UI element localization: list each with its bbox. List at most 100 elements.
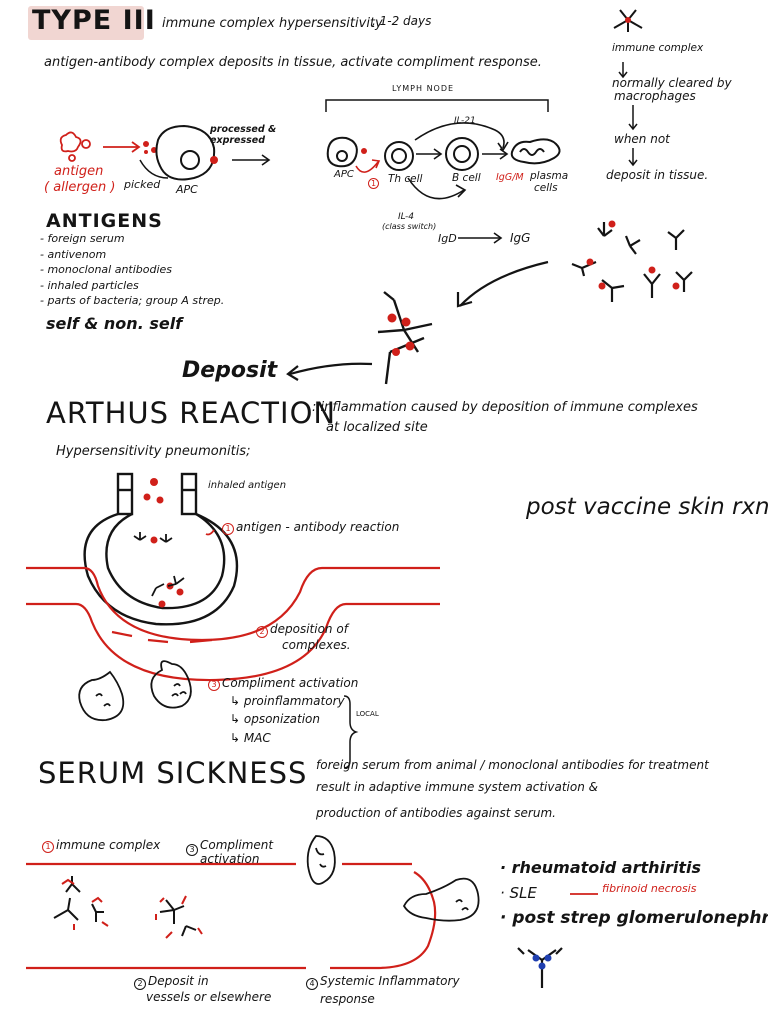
- lymph-arrows: [407, 122, 509, 244]
- local-brace: [343, 695, 359, 769]
- cells-label: cells: [534, 182, 558, 194]
- picked-label: picked: [124, 178, 161, 191]
- clearance-arrows: [618, 62, 638, 167]
- type-timing: , 1-2 days: [372, 14, 432, 28]
- serum-step4a: Systemic Inflammatory: [320, 974, 460, 988]
- arthus-step3-badge: 3: [208, 679, 220, 691]
- arthus-step2b: complexes.: [282, 638, 351, 652]
- serum-definition-3: production of antibodies against serum.: [316, 806, 556, 820]
- apc-antigen: [210, 156, 218, 164]
- blue-antigens: [532, 954, 552, 970]
- serum-step1-badge: 1: [42, 841, 54, 853]
- alveolus-antigens: [143, 478, 184, 608]
- scattered-antibodies: [571, 222, 693, 302]
- arthus-step2a: deposition of: [270, 622, 348, 636]
- alveolus: [83, 472, 239, 626]
- serum-step3b: activation: [200, 852, 260, 866]
- inhaled-antigen-label: inhaled antigen: [208, 480, 287, 491]
- fibrinoid-label: fibrinoid necrosis: [602, 882, 697, 895]
- igg-igm-label: IgG/M: [496, 172, 524, 183]
- aggregation-arrow: [456, 260, 549, 308]
- serum-step1: immune complex: [56, 838, 161, 852]
- aggregated-complex: [377, 291, 433, 385]
- antigens-heading: ANTIGENS: [46, 210, 163, 232]
- arthus-heading: ARTHUS REACTION: [46, 396, 337, 430]
- antigen-item-0: - foreign serum: [40, 232, 125, 245]
- antigen-item-2: - monoclonal antibodies: [40, 263, 173, 276]
- deposit-tissue-label: deposit in tissue.: [606, 168, 709, 182]
- arthus-sub-proinflammatory: ↳ proinflammatory: [230, 694, 345, 708]
- expressed-label: expressed: [210, 135, 266, 146]
- tissue-lines: [26, 566, 440, 682]
- antigen-label: antigen: [54, 164, 104, 179]
- arthus-sub-mac: ↳ MAC: [230, 731, 271, 745]
- arthus-step1: antigen - antibody reaction: [236, 520, 400, 534]
- plasma-label: plasma: [530, 170, 569, 182]
- class-switch-label: (class switch): [382, 222, 437, 231]
- type-definition: antigen-antibody complex deposits in tis…: [44, 55, 542, 70]
- igg-label: IgG: [510, 231, 531, 245]
- arthus-sub-opsonization: ↳ opsonization: [230, 712, 320, 726]
- apc-th-arrow: [355, 159, 381, 173]
- type-label: TYPE: [32, 5, 113, 36]
- deposit-arrow: [286, 362, 373, 381]
- antigen-item-1: - antivenom: [40, 248, 107, 261]
- arthus-definition-1: : inflammation caused by deposition of i…: [312, 400, 698, 415]
- step1-badge: 1: [368, 178, 379, 189]
- cleared-label: normally cleared by: [612, 76, 732, 90]
- serum-step2a: Deposit in: [148, 974, 209, 988]
- example-rheumatoid: · rheumatoid arthiritis: [500, 858, 702, 877]
- lymph-node-label: LYMPH NODE: [392, 84, 455, 93]
- macrophages-label: macrophages: [614, 89, 696, 103]
- example-glomerulonephritis: · post strep glomerulonephritis: [500, 908, 768, 928]
- page-title-type: TYPE III: [32, 5, 156, 36]
- title-highlight: [28, 6, 144, 40]
- serum-cells: [306, 835, 480, 922]
- serum-step2-badge: 2: [134, 978, 146, 990]
- allergen-label: ( allergen ): [44, 180, 116, 195]
- example-sle: · SLE: [500, 884, 537, 902]
- serum-step3a: Compliment: [200, 838, 274, 852]
- antigen-item-4: - parts of bacteria; group A strep.: [40, 294, 225, 307]
- antigen-item-3: - inhaled particles: [40, 279, 139, 292]
- b-cell-label: B cell: [452, 172, 481, 184]
- deposit-label: Deposit: [182, 358, 278, 383]
- when-not-label: when not: [614, 132, 670, 146]
- il21-label: IL-21: [454, 116, 476, 126]
- complex-antigens: [387, 313, 415, 356]
- antigen-blobs: [59, 131, 91, 162]
- arthus-definition-2: at localized site: [326, 420, 428, 435]
- serum-step4-badge: 4: [306, 978, 318, 990]
- th-cell-label: Th cell: [388, 173, 423, 185]
- serum-definition-2: result in adaptive immune system activat…: [316, 780, 598, 794]
- immune-complex-label: immune complex: [612, 42, 704, 54]
- processed-label: processed &: [210, 124, 277, 135]
- serum-definition-1: foreign serum from animal / monoclonal a…: [316, 758, 709, 772]
- local-label: LOCAL: [356, 710, 379, 718]
- scattered-antigens: [586, 220, 680, 290]
- self-nonself-label: self & non. self: [46, 314, 183, 333]
- vessel-lines: [26, 862, 437, 970]
- antigen-dots: [143, 141, 157, 154]
- lymph-node-cells: [326, 136, 561, 171]
- arthus-step3: Compliment activation: [222, 676, 359, 690]
- serum-step4b: response: [320, 992, 375, 1006]
- lymph-node-bracket: [325, 99, 549, 112]
- igd-label: IgD: [438, 232, 457, 245]
- apc-cell: [139, 124, 216, 181]
- serum-complex-b: [159, 899, 197, 937]
- serum-antigens-a: [61, 878, 109, 930]
- serum-heading: SERUM SICKNESS: [38, 756, 308, 790]
- immune-complex-icon: [613, 9, 643, 32]
- serum-antigens-b: [155, 895, 203, 939]
- type-subtitle: immune complex hypersensitivity: [162, 16, 383, 31]
- arthus-step2-badge: 2: [256, 626, 268, 638]
- serum-step2b: vessels or elsewhere: [146, 990, 272, 1004]
- alveolus-antibodies: [133, 532, 185, 597]
- il4-label: IL-4: [398, 212, 414, 222]
- apc2-label: APC: [334, 169, 354, 180]
- apc-arrow: [232, 154, 271, 166]
- serum-step3-badge: 3: [186, 844, 198, 856]
- antigen-arrow: [103, 141, 141, 153]
